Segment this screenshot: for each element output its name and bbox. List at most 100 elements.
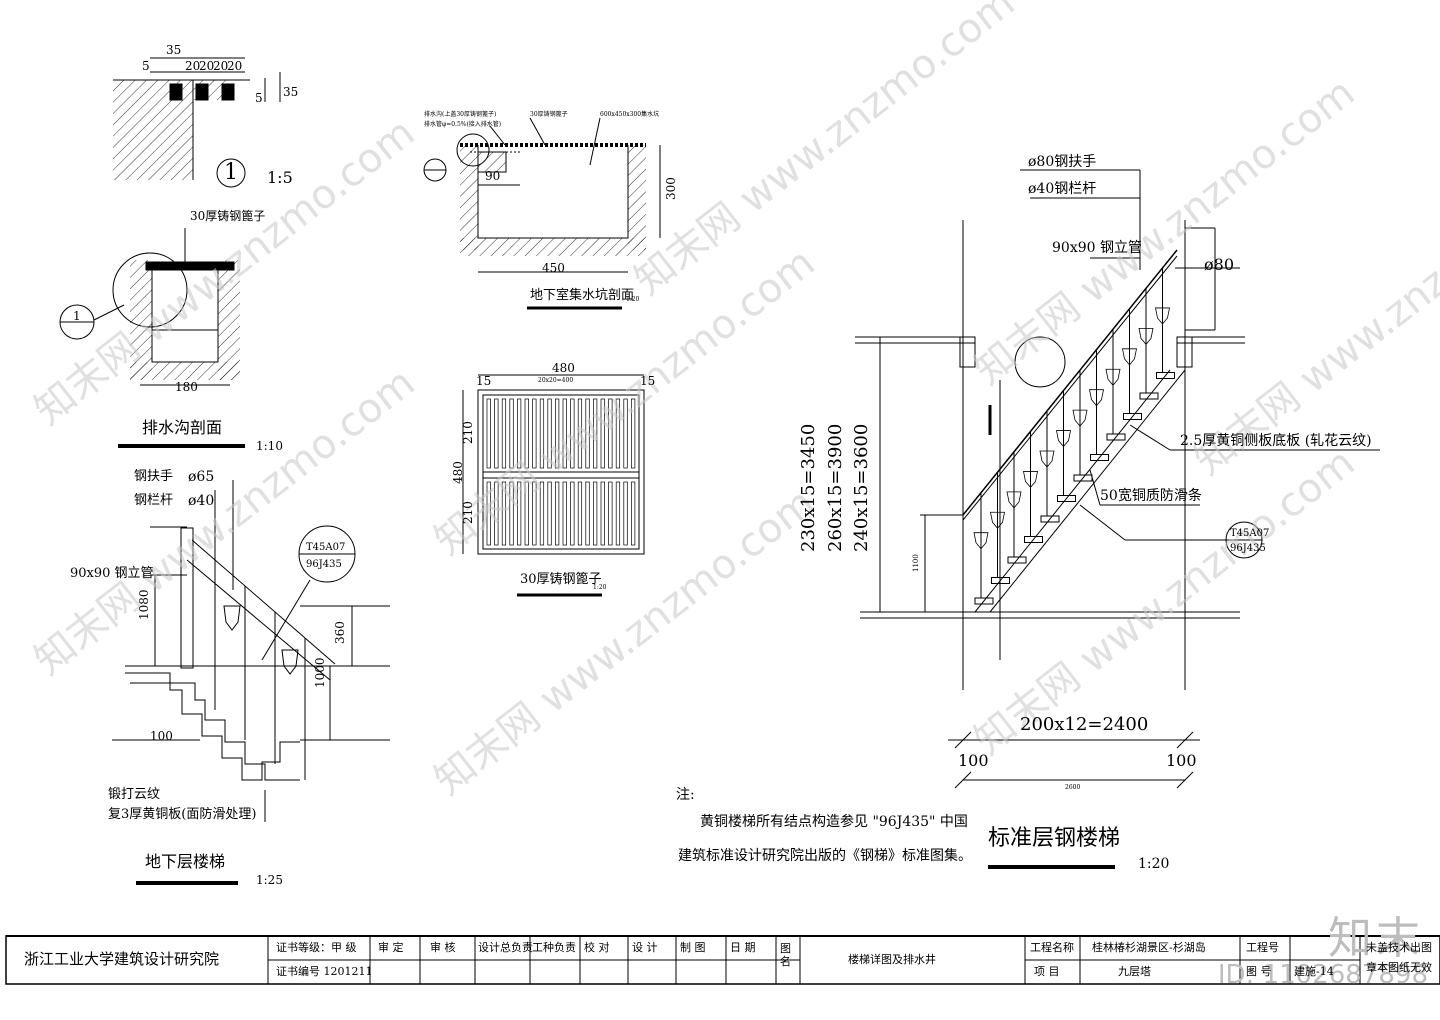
grate-slot [600, 398, 605, 469]
tb-design: 设 计 [632, 941, 658, 954]
baluster-ornament [1105, 368, 1121, 386]
grate-slot [539, 398, 545, 469]
tb-project-label: 工程名称 [1030, 941, 1074, 954]
stair-tread [991, 577, 1010, 584]
grate-slot [486, 398, 491, 469]
tb-discipline: 工种负责 [532, 941, 576, 954]
detail-1-drawing [113, 57, 281, 188]
std-brass-plate-label: 2.5厚黄铜侧板底板 (轧花云纹) [1180, 433, 1372, 449]
grate-slot [539, 481, 545, 546]
grate-slot [570, 481, 575, 546]
std-height-1: 230x15=3450 [798, 423, 819, 552]
grate-slot [509, 481, 514, 546]
grate-slot [524, 398, 529, 469]
sump-dim-90: 90 [485, 169, 501, 183]
grate-slot [585, 481, 590, 546]
trench-scale: 1:10 [256, 439, 283, 453]
basement-stair-drawing [112, 480, 390, 885]
trench-width-dim: 180 [175, 380, 198, 394]
grate-slot [501, 398, 507, 469]
std-scale: 1:20 [1138, 856, 1170, 872]
basement-scale: 1:25 [256, 873, 283, 887]
grate-slot [517, 398, 522, 469]
tb-item: 九层塔 [1118, 965, 1151, 978]
grate-slot [631, 481, 636, 546]
basement-ref-top: T45A07 [306, 542, 346, 553]
tb-institute: 浙江工业大学建筑设计研究院 [24, 950, 220, 968]
sump-note-mid: 30厚铸钢篦子 [530, 111, 568, 118]
basement-ref-bottom: 96J435 [306, 559, 342, 570]
grate-slot [486, 481, 491, 546]
grate-dim-left-top: 15 [476, 374, 492, 388]
baluster-ornament [1089, 389, 1104, 407]
stair-tread [1024, 536, 1043, 543]
baluster-ornament [1155, 307, 1170, 325]
grate-scale: 1:20 [593, 584, 607, 591]
grate-slot [593, 481, 598, 546]
baluster-ornament [990, 511, 1005, 529]
std-total: 2600 [1065, 784, 1081, 791]
grate-slot [593, 398, 598, 469]
std-post-label: 90x90 钢立管 [1052, 240, 1142, 256]
grate-slot [501, 481, 507, 546]
basement-note-line1: 锻打云纹 [108, 787, 161, 802]
trench-grate-label: 30厚铸钢篦子 [190, 209, 266, 223]
tb-review: 审 核 [430, 941, 456, 954]
basement-title: 地下层楼梯 [145, 852, 226, 871]
stair-tread [974, 597, 994, 605]
basement-handrail-label: 钢扶手 [134, 469, 174, 484]
stair-tread [1156, 372, 1175, 379]
basement-note-line2: 复3厚黄铜板(面防滑处理) [108, 807, 257, 822]
grate-slot [585, 398, 590, 469]
tb-approve: 审 定 [378, 941, 404, 954]
grate-slot [509, 398, 514, 469]
basement-dim-1000: 1000 [313, 657, 327, 688]
trench-section-drawing [59, 228, 245, 448]
watermark-brand: 知末 [1328, 913, 1424, 964]
grate-slot [547, 398, 552, 469]
grate-dim-480v: 480 [451, 461, 465, 484]
grate-slot [608, 398, 613, 469]
sump-scale: 1:20 [626, 296, 640, 303]
detail1-dim-20-c: 20 [213, 59, 229, 73]
grate-slot [494, 481, 499, 546]
std-anti-slip-label: 50宽铜质防滑条 [1100, 488, 1202, 504]
detail1-dim-35-top: 35 [166, 43, 182, 57]
basement-dim-100: 100 [150, 729, 173, 743]
detail1-dim-20-d: 20 [227, 59, 243, 73]
std-height-2: 260x15=3900 [825, 423, 846, 552]
tb-item-label: 项 目 [1034, 965, 1060, 978]
baluster-ornament [1138, 327, 1154, 346]
grate-slot [623, 398, 628, 469]
tb-chief-designer: 设计总负责 [478, 941, 533, 954]
trench-title: 排水沟剖面 [142, 418, 223, 437]
baluster-ornament [1023, 471, 1038, 489]
grate-slot [600, 481, 605, 546]
tb-stamp-2: 章本图纸无效 [1366, 961, 1432, 974]
tb-cert-grade: 证书等级：甲 级 [276, 941, 357, 954]
std-title: 标准层钢楼梯 [988, 826, 1121, 851]
tb-drawing-no-label: 图 号 [1246, 965, 1272, 978]
std-ref-bottom: 96J435 [1230, 543, 1266, 554]
std-handrail-label: ø80钢扶手 [1028, 154, 1097, 170]
grate-slot [517, 481, 522, 546]
basement-dim-360: 360 [333, 621, 347, 644]
std-dia-right: ø80 [1204, 255, 1234, 274]
std-height-3: 240x15=3600 [851, 423, 872, 552]
sump-note-left-1: 排水沟(上盖30厚铸钢篦子) [424, 111, 497, 118]
trench-callout-number: 1 [73, 309, 81, 323]
tb-cert-no: 证书编号 1201211 [276, 965, 373, 978]
stair-tread [1123, 413, 1142, 420]
standard-stair-drawing [855, 169, 1380, 869]
detail1-scale: 1:5 [267, 168, 293, 187]
tb-drawing-name-label: 图 名 [780, 942, 791, 968]
std-run: 200x12=2400 [1020, 714, 1149, 735]
grate-slot [577, 481, 583, 546]
std-edge-left: 100 [958, 751, 989, 770]
std-dim-1100: 1100 [912, 554, 920, 572]
stair-tread [1057, 495, 1076, 502]
grate-slot [547, 481, 552, 546]
sump-dim-300: 300 [664, 177, 678, 200]
basement-baluster-dia: ø40 [188, 493, 215, 509]
